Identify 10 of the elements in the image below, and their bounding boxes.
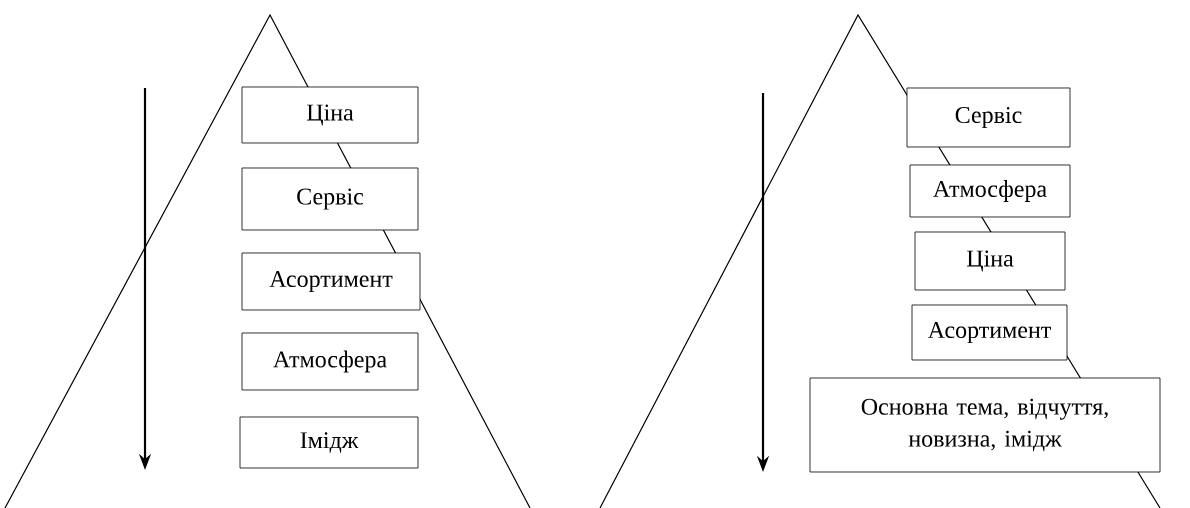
text-box: Асортимент bbox=[241, 252, 421, 311]
text-box: Ціна bbox=[241, 86, 419, 144]
text-box: Основна тема, відчуття, новизна, імідж bbox=[809, 377, 1161, 473]
text-box: Сервіс bbox=[906, 87, 1071, 148]
text-box: Ціна bbox=[914, 231, 1066, 291]
text-box: Атмосфера bbox=[241, 332, 419, 391]
text-box: Асортимент bbox=[911, 304, 1068, 361]
text-box: Атмосфера bbox=[909, 164, 1071, 218]
text-box: Імідж bbox=[239, 416, 419, 469]
text-box: Сервіс bbox=[241, 167, 419, 231]
